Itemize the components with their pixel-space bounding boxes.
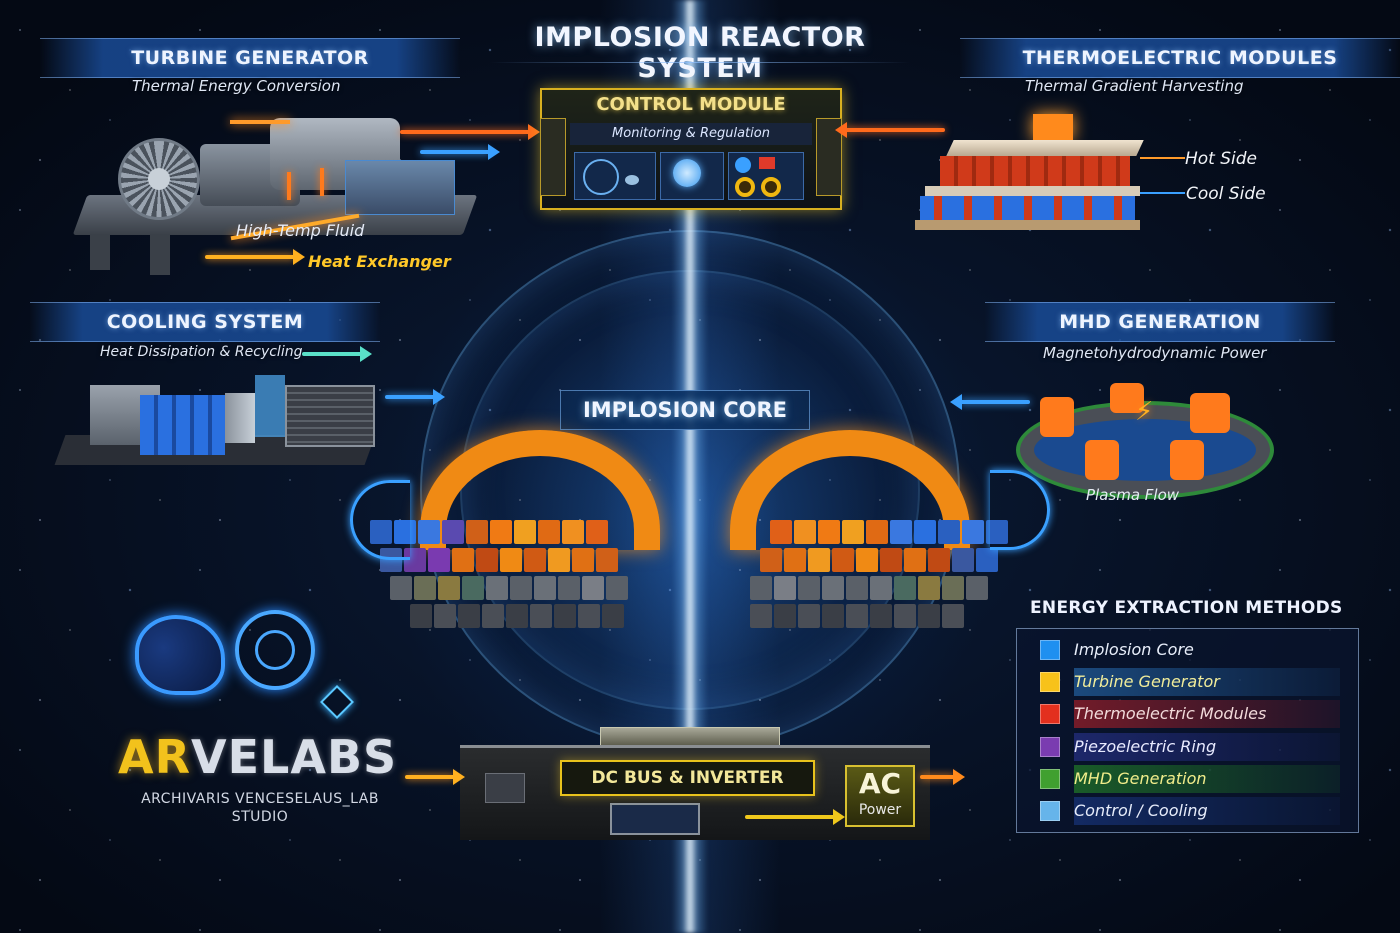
legend-swatch	[1040, 769, 1060, 789]
legend-label: Thermoelectric Modules	[1074, 700, 1340, 728]
mhd-illustration: ⚡	[1010, 375, 1275, 505]
brand-name: ARVELABS	[118, 730, 397, 784]
mhd-to-core-arrow	[950, 394, 1030, 410]
legend-label: Control / Cooling	[1074, 797, 1340, 825]
thermoelectric-title: THERMOELECTRIC MODULES	[1022, 47, 1338, 69]
dial-gauge-icon	[735, 177, 755, 197]
heat-exchanger-label: Heat Exchanger	[308, 252, 451, 271]
legend-swatch	[1040, 640, 1060, 660]
inverter-unit	[610, 803, 700, 835]
legend-label: MHD Generation	[1074, 765, 1340, 793]
control-module-subtitle: Monitoring & Regulation	[570, 123, 812, 145]
brand-tagline: ARCHIVARIS VENCESELAUS_LAB STUDIO	[125, 790, 395, 826]
cooling-to-core-arrow	[385, 389, 445, 405]
turbine-illustration	[72, 100, 480, 280]
legend-item-piezoelectric-ring: Piezoelectric Ring	[1040, 733, 1340, 761]
legend-item-thermoelectric-modules: Thermoelectric Modules	[1040, 700, 1340, 728]
power-in-arrow	[405, 769, 465, 785]
hot-side-pointer	[1140, 157, 1185, 159]
dc-bus-title: DC BUS & INVERTER	[560, 760, 815, 796]
turbine-banner: TURBINE GENERATOR	[40, 38, 460, 78]
turbine-title: TURBINE GENERATOR	[131, 47, 369, 69]
cooling-illustration	[54, 365, 380, 475]
legend-swatch	[1040, 704, 1060, 724]
legend-swatch	[1040, 737, 1060, 757]
spiral-icon	[235, 610, 315, 690]
alert-indicator-icon	[759, 157, 775, 169]
thermoelectric-subtitle: Thermal Gradient Harvesting	[1025, 77, 1244, 95]
control-module-title: CONTROL MODULE	[596, 94, 786, 115]
core-circulation-arrow-right	[990, 470, 1050, 550]
brand-tagline-line1: ARCHIVARIS VENCESELAUS_LAB	[141, 791, 379, 807]
brand-name-rest: VELABS	[191, 730, 398, 784]
radar-icon	[583, 159, 619, 195]
lightning-icon: ⚡	[1135, 397, 1154, 427]
legend-item-control-cooling: Control / Cooling	[1040, 797, 1340, 825]
cooling-recycle-arrow	[302, 346, 372, 362]
hot-side-label: Hot Side	[1185, 149, 1258, 169]
core-status-icon	[673, 159, 701, 187]
thermo-to-control-arrow	[835, 122, 945, 138]
mhd-subtitle: Magnetohydrodynamic Power	[1043, 344, 1267, 362]
cooling-subtitle: Heat Dissipation & Recycling	[100, 344, 303, 360]
legend-item-turbine-generator: Turbine Generator	[1040, 668, 1340, 696]
core-ring-right	[730, 430, 1050, 670]
legend-label: Implosion Core	[1074, 640, 1194, 659]
status-light-icon	[735, 157, 751, 173]
legend-item-implosion-core: Implosion Core	[1040, 636, 1340, 664]
cool-side-pointer	[1140, 192, 1185, 194]
inverter-to-ac-arrow	[745, 809, 845, 825]
core-ring-left	[350, 430, 670, 670]
mhd-title: MHD GENERATION	[1059, 311, 1261, 333]
brand-tagline-line2: STUDIO	[231, 809, 289, 825]
legend-title: ENERGY EXTRACTION METHODS	[1030, 598, 1343, 618]
mhd-banner: MHD GENERATION	[985, 302, 1335, 342]
legend-swatch	[1040, 672, 1060, 692]
power-out-arrow	[920, 769, 965, 785]
legend-item-mhd-generation: MHD Generation	[1040, 765, 1340, 793]
ac-power-output: AC Power	[845, 765, 915, 827]
control-module-panel: CONTROL MODULE Monitoring & Regulation	[540, 88, 842, 210]
core-circulation-arrow-left	[350, 480, 410, 560]
page-title: IMPLOSION REACTOR SYSTEM	[534, 22, 866, 84]
cooling-banner: COOLING SYSTEM	[30, 302, 380, 342]
dial-gauge-icon	[761, 177, 781, 197]
high-temp-fluid-label: High-Temp Fluid	[236, 221, 365, 240]
battery-unit	[485, 773, 525, 803]
cooling-title: COOLING SYSTEM	[106, 311, 304, 333]
turbine-subtitle: Thermal Energy Conversion	[132, 77, 341, 95]
bus-connector	[600, 727, 780, 747]
turbine-to-control-arrow	[400, 124, 540, 140]
brand-name-accent: AR	[118, 730, 192, 784]
legend-swatch	[1040, 801, 1060, 821]
control-module-side-left	[540, 118, 566, 196]
legend-label: Turbine Generator	[1074, 668, 1340, 696]
heat-flow-arrow	[205, 249, 305, 265]
brand-logo	[135, 605, 354, 719]
ac-label: AC	[858, 767, 902, 800]
radar-display	[574, 152, 656, 200]
thermoelectric-banner: THERMOELECTRIC MODULES	[960, 38, 1400, 78]
gauges-display	[728, 152, 804, 200]
core-title: IMPLOSION CORE	[560, 390, 810, 430]
plasma-flow-label: Plasma Flow	[1086, 486, 1180, 504]
core-status-display	[660, 152, 724, 200]
film-reel-icon	[135, 615, 225, 695]
title-divider	[490, 62, 910, 63]
thermoelectric-illustration	[915, 110, 1175, 230]
coolant-flow-arrow	[420, 144, 500, 160]
ac-power-label: Power	[858, 802, 902, 818]
legend-label: Piezoelectric Ring	[1074, 733, 1340, 761]
cool-side-label: Cool Side	[1186, 184, 1266, 204]
